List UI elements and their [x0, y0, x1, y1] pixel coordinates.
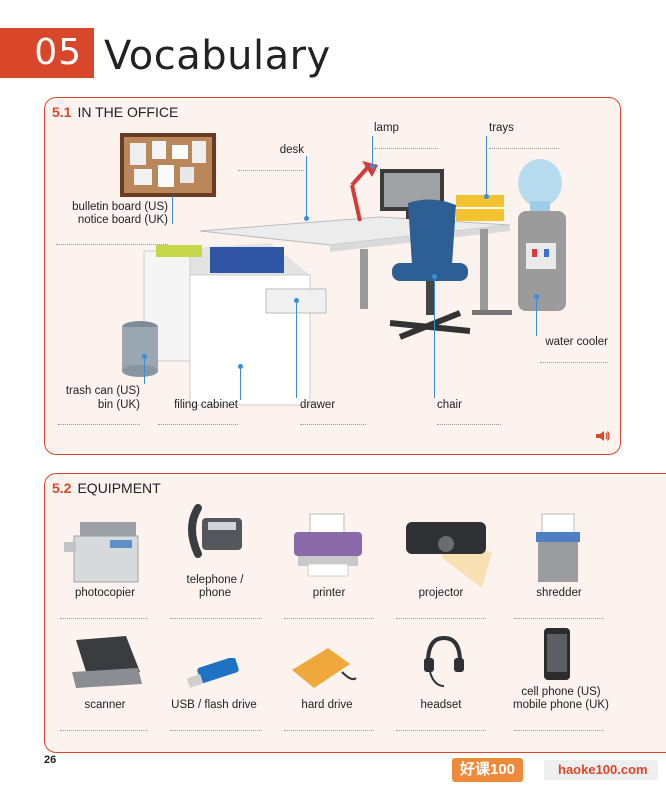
- label-desk: desk: [279, 144, 304, 156]
- section-title: IN THE OFFICE: [77, 104, 179, 120]
- scanner-icon: [72, 636, 142, 688]
- usb-flash-drive-icon: [186, 658, 239, 688]
- answer-line-bulletin: [56, 244, 168, 245]
- answer-line-scanner: [60, 730, 148, 731]
- label-telephone-line2: phone: [199, 587, 231, 599]
- section-number: 5.2: [52, 480, 72, 496]
- answer-line-projector: [396, 618, 486, 619]
- watermark-brand: 好课100: [452, 758, 524, 782]
- answer-line-filing-cabinet: [158, 424, 238, 425]
- telephone-icon: [188, 504, 242, 558]
- lamp: [350, 161, 378, 222]
- shredder-icon: [536, 513, 580, 582]
- lamp-pointer: [372, 136, 373, 166]
- answer-line-trays: [489, 148, 559, 149]
- label-scanner: scanner: [84, 699, 126, 711]
- photocopier-icon: [64, 522, 139, 583]
- answer-line-telephone: [170, 618, 262, 619]
- answer-line-shredder: [514, 618, 604, 619]
- answer-line-headset: [396, 730, 486, 731]
- headset-icon: [424, 635, 464, 687]
- answer-line-photocopier: [60, 618, 148, 619]
- label-shredder: shredder: [536, 587, 582, 599]
- answer-line-chair: [437, 424, 501, 425]
- label-photocopier: photocopier: [74, 587, 136, 599]
- bulletin-pointer: [172, 196, 173, 224]
- label-notice-board-uk: notice board (UK): [77, 214, 168, 226]
- cell-phone-icon: [544, 628, 570, 680]
- label-water-cooler: water cooler: [545, 336, 608, 348]
- answer-line-usb: [170, 730, 262, 731]
- office-illustration: [120, 133, 566, 406]
- label-filing-cabinet: filing cabinet: [174, 399, 238, 411]
- bulletin-board: [120, 133, 216, 197]
- answer-line-cell-phone: [514, 730, 604, 731]
- label-printer: printer: [312, 587, 346, 599]
- label-projector: projector: [418, 587, 464, 599]
- watermark-url: haoke100.com: [544, 760, 658, 780]
- chair-dot: [432, 274, 437, 279]
- page-number: 26: [44, 754, 57, 766]
- desk-dot: [304, 216, 309, 221]
- answer-line-desk: [238, 170, 304, 171]
- answer-line-hard-drive: [284, 730, 374, 731]
- drawer-dot: [294, 298, 299, 303]
- chapter-number: 05: [0, 28, 94, 78]
- label-mobile-phone-uk: mobile phone (UK): [513, 699, 609, 711]
- answer-line-drawer: [300, 424, 366, 425]
- section-number: 5.1: [52, 104, 72, 120]
- section-5-2-heading: 5.2 EQUIPMENT: [52, 480, 161, 496]
- label-cell-phone-us: cell phone (US): [521, 686, 601, 698]
- trash-pointer: [144, 356, 145, 384]
- water-cooler-dot: [534, 294, 539, 299]
- label-usb-flash-drive: USB / flash drive: [171, 699, 257, 711]
- section-title: EQUIPMENT: [77, 480, 161, 496]
- label-lamp: lamp: [374, 122, 399, 134]
- trash-dot: [142, 354, 147, 359]
- chapter-title: Vocabulary: [104, 33, 331, 79]
- label-trash-can-us: trash can (US): [65, 385, 140, 397]
- filing-cabinet-dot: [238, 364, 243, 369]
- drawer-pointer: [296, 300, 297, 398]
- trays-dot: [484, 194, 489, 199]
- trays-pointer: [486, 136, 487, 196]
- chair-pointer: [434, 276, 435, 398]
- lamp-dot: [370, 164, 375, 169]
- answer-line-lamp: [374, 148, 438, 149]
- label-drawer: drawer: [300, 399, 336, 411]
- answer-line-printer: [284, 618, 374, 619]
- water-cooler: [518, 159, 566, 311]
- filing-cabinet-pointer: [240, 366, 241, 400]
- filing-cabinet: [143, 243, 327, 406]
- printer-icon: [294, 513, 362, 577]
- label-headset: headset: [420, 699, 462, 711]
- desk-pointer: [306, 156, 307, 218]
- label-bulletin-board-us: bulletin board (US): [72, 201, 168, 213]
- label-bin-uk: bin (UK): [97, 399, 140, 411]
- answer-line-water-cooler: [540, 362, 608, 363]
- answer-line-trash: [58, 424, 140, 425]
- label-trays: trays: [489, 122, 514, 134]
- label-hard-drive: hard drive: [301, 699, 353, 711]
- projector-icon: [406, 522, 492, 588]
- section-5-1-heading: 5.1 IN THE OFFICE: [52, 104, 178, 120]
- label-chair: chair: [437, 399, 462, 411]
- chair: [389, 199, 471, 340]
- label-telephone-line1: telephone /: [186, 574, 244, 586]
- water-cooler-pointer: [536, 296, 537, 336]
- trash-can: [122, 321, 158, 377]
- hard-drive-icon: [292, 648, 357, 688]
- trays: [456, 195, 504, 221]
- speaker-icon[interactable]: [596, 430, 610, 442]
